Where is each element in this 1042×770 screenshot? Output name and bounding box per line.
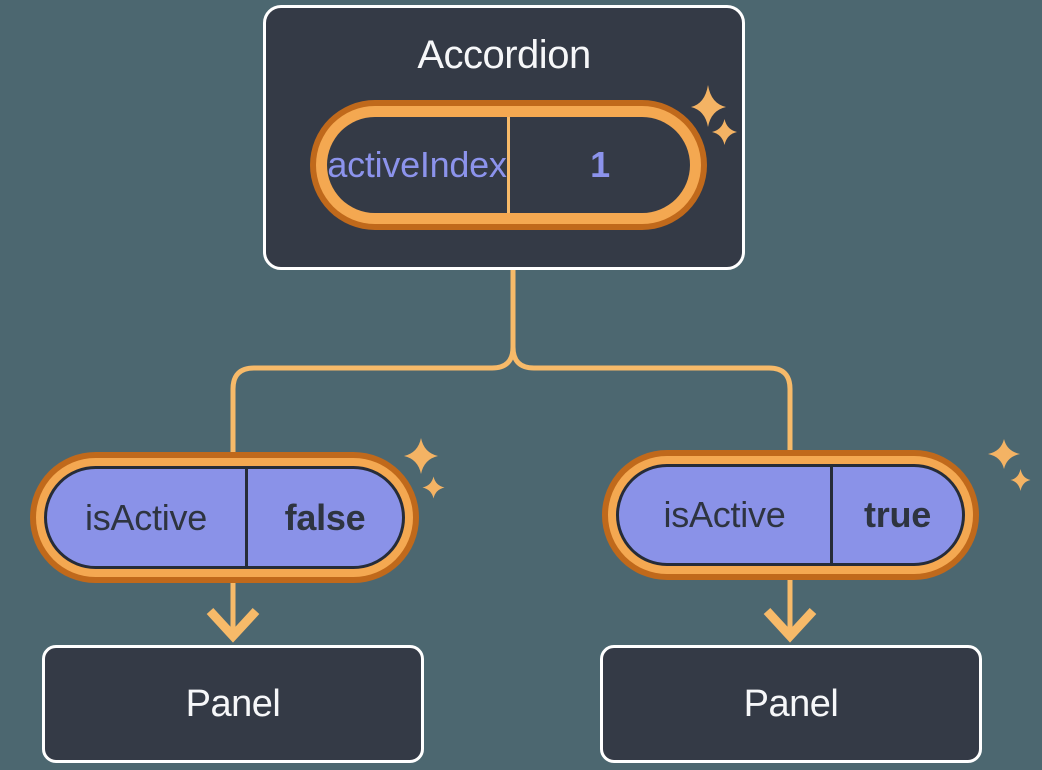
pill-body: activeIndex 1: [327, 117, 690, 213]
pill-body: isActive true: [616, 464, 965, 566]
arrow-down-right-icon: [763, 607, 817, 643]
panel-label: Panel: [185, 682, 281, 725]
sparkle-icon: [404, 438, 438, 474]
prop-value: true: [863, 494, 931, 535]
pill-ring: isActive true: [608, 456, 973, 574]
pill-ring: isActive false: [36, 458, 413, 577]
connector-line-right: [510, 268, 793, 632]
is-active-pill-left: isActive false: [30, 452, 419, 583]
active-index-pill: activeIndex 1: [310, 100, 707, 230]
is-active-pill-right: isActive true: [602, 450, 979, 580]
prop-value: false: [284, 496, 366, 538]
sparkle-icon: [1010, 469, 1031, 491]
state-value: 1: [590, 144, 610, 185]
pill-body: isActive false: [44, 466, 405, 569]
pill-divider: [245, 469, 248, 566]
state-name: activeIndex: [327, 144, 507, 185]
accordion-title: Accordion: [417, 33, 591, 77]
pill-divider: [507, 117, 510, 213]
pill-divider: [830, 467, 833, 563]
panel-label: Panel: [743, 682, 839, 725]
sparkle-icon: [422, 476, 445, 499]
prop-name: isActive: [84, 496, 208, 538]
arrow-down-left-icon: [206, 607, 260, 643]
panel-card-right: Panel: [600, 645, 982, 763]
sparkle-icon: [988, 439, 1020, 469]
pill-ring: activeIndex 1: [316, 106, 701, 224]
sparkle-icon: [691, 85, 726, 127]
sparkle-icon: [712, 119, 737, 145]
panel-card-left: Panel: [42, 645, 424, 763]
prop-name: isActive: [663, 494, 786, 535]
